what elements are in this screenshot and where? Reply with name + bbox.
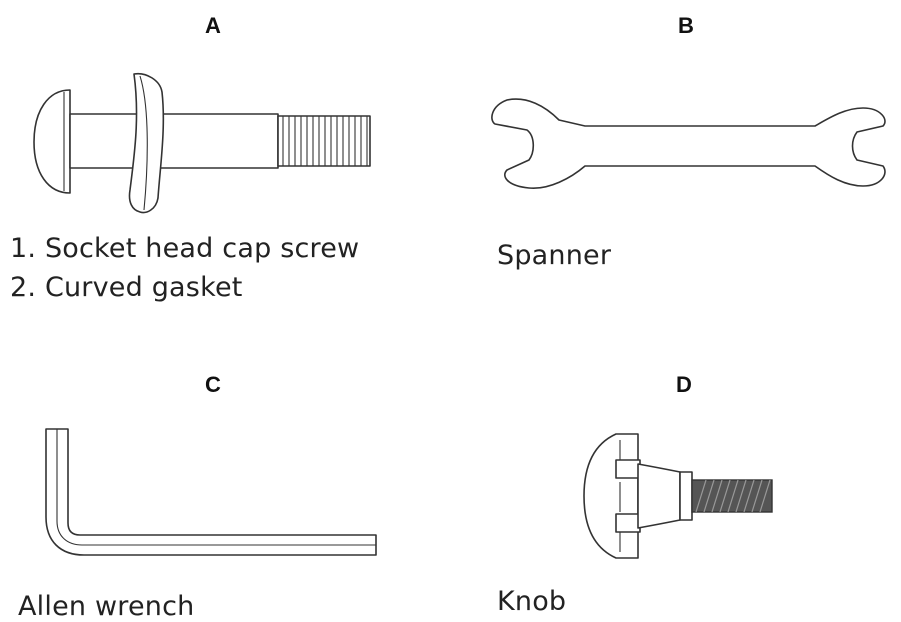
caption-spanner: Spanner <box>497 240 612 271</box>
knob-hub <box>637 463 681 529</box>
caption-gasket: 2. Curved gasket <box>10 272 243 303</box>
screw-and-gasket-illustration <box>33 72 371 214</box>
curved-gasket <box>128 72 165 214</box>
allen-wrench-body <box>45 428 377 556</box>
label-b: B <box>678 13 694 38</box>
caption-screw: 1. Socket head cap screw <box>10 233 360 264</box>
knob-threaded-rod <box>691 479 773 513</box>
label-c: C <box>205 372 221 397</box>
screw-shank <box>69 113 279 169</box>
allen-wrench-illustration <box>45 428 377 556</box>
spanner-body <box>491 98 886 189</box>
label-a: A <box>205 13 221 38</box>
label-d: D <box>676 372 692 397</box>
screw-head <box>33 89 71 194</box>
caption-knob: Knob <box>497 586 567 617</box>
screw-threads <box>277 115 371 167</box>
spanner-illustration <box>491 98 886 189</box>
knob-grip <box>583 433 639 559</box>
knob-illustration <box>583 433 773 559</box>
caption-allen-wrench: Allen wrench <box>18 591 195 622</box>
